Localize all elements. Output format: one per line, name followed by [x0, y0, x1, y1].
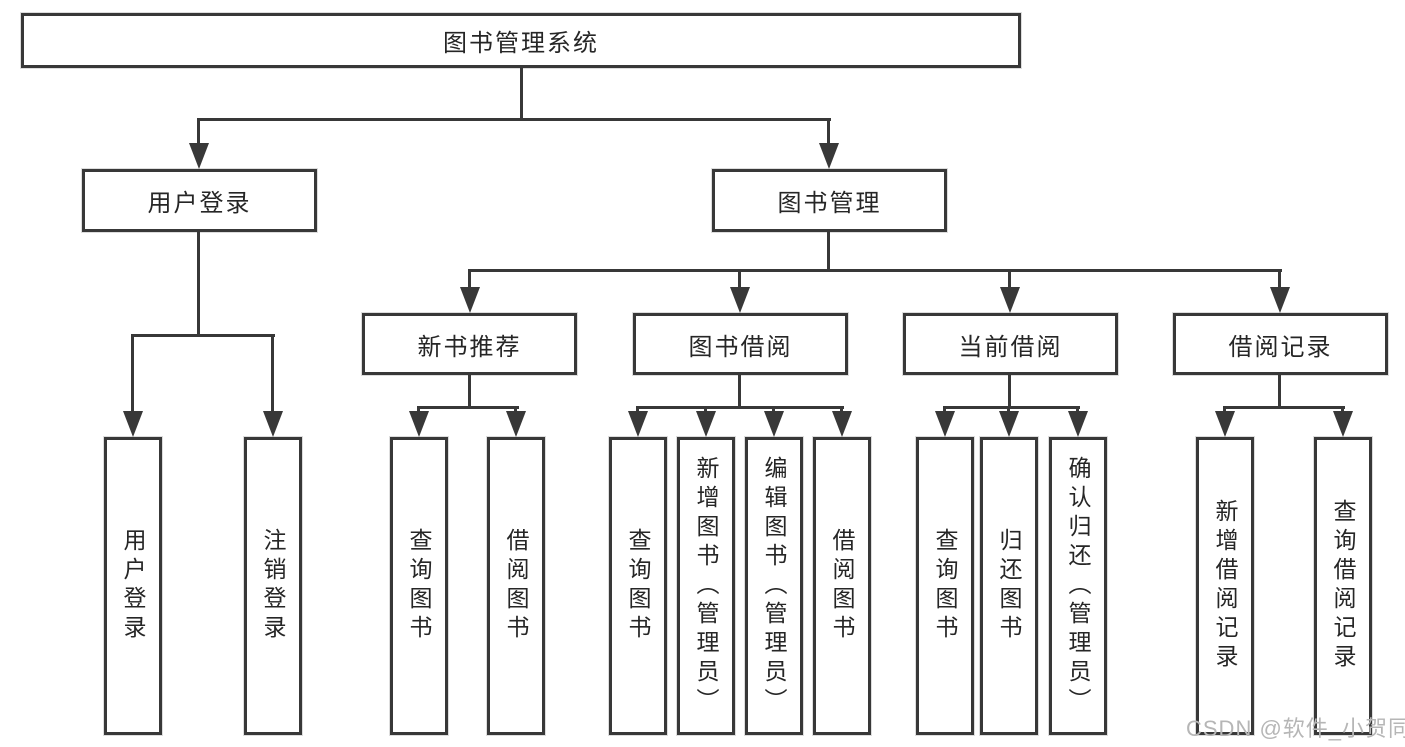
arrow-into-add-borrow-record — [1215, 411, 1235, 437]
arrow-into-book-management — [819, 143, 839, 169]
arrow-into-book-borrowing — [730, 287, 750, 313]
node-library-management-system: 图书管理系统 — [21, 13, 1021, 68]
node-user-login: 用户登录 — [82, 169, 317, 232]
leaf-query-books-borrowing: 查询图书 — [609, 437, 667, 735]
connector-recommend-hbar — [417, 406, 519, 409]
connector-level3-hbar — [468, 269, 1282, 272]
arrow-into-user-login — [189, 143, 209, 169]
arrow-into-query-books-borrowing — [628, 411, 648, 437]
connector-to-query-books-current — [943, 406, 946, 414]
node-book-management: 图书管理 — [712, 169, 947, 232]
connector-to-borrow-books-borrowing — [840, 406, 843, 414]
connector-to-current-borrowing — [1008, 269, 1011, 291]
connector-root-stem — [520, 68, 523, 120]
connector-recommend-stem — [468, 375, 471, 408]
connector-borrowing-stem — [738, 375, 741, 408]
connector-to-book-borrowing — [738, 269, 741, 291]
connector-current-hbar — [943, 406, 1080, 409]
node-borrowing-records: 借阅记录 — [1173, 313, 1388, 375]
connector-to-borrow-books-recommend — [514, 406, 517, 414]
node-new-book-recommend: 新书推荐 — [362, 313, 577, 375]
arrow-into-new-book-recommend — [460, 287, 480, 313]
connector-to-edit-book-admin — [772, 406, 775, 414]
node-current-borrowing: 当前借阅 — [903, 313, 1118, 375]
arrow-into-borrow-books-recommend — [506, 411, 526, 437]
connector-to-add-book-admin — [704, 406, 707, 414]
leaf-user-login: 用户登录 — [104, 437, 162, 735]
connector-book-management-stem — [827, 232, 830, 272]
leaf-borrow-books-recommend: 借阅图书 — [487, 437, 545, 735]
arrow-into-return-books — [999, 411, 1019, 437]
leaf-add-book-admin: 新增图书（管理员） — [677, 437, 735, 735]
arrow-into-leaf-logout — [263, 411, 283, 437]
arrow-into-edit-book-admin — [764, 411, 784, 437]
connector-records-stem — [1278, 375, 1281, 408]
connector-to-leaf-logout — [271, 334, 274, 414]
arrow-into-current-borrowing — [1000, 287, 1020, 313]
connector-to-book-management — [827, 118, 830, 148]
arrow-into-query-books-current — [935, 411, 955, 437]
connector-user-login-hbar — [131, 334, 275, 337]
connector-user-login-stem — [197, 232, 200, 336]
arrow-into-leaf-user-login — [123, 411, 143, 437]
connector-to-query-books-borrowing — [636, 406, 639, 414]
connector-borrowing-hbar — [636, 406, 844, 409]
leaf-confirm-return-admin: 确认归还（管理员） — [1049, 437, 1107, 735]
leaf-edit-book-admin: 编辑图书（管理员） — [745, 437, 803, 735]
leaf-borrow-books-borrowing: 借阅图书 — [813, 437, 871, 735]
arrow-into-confirm-return — [1068, 411, 1088, 437]
connector-root-hbar — [198, 118, 831, 121]
connector-to-confirm-return — [1076, 406, 1079, 414]
arrow-into-borrowing-records — [1270, 287, 1290, 313]
leaf-return-books: 归还图书 — [980, 437, 1038, 735]
connector-to-query-borrow-record — [1341, 406, 1344, 414]
csdn-watermark: CSDN @软件_小贺同学 — [1186, 716, 1405, 741]
leaf-add-borrow-record: 新增借阅记录 — [1196, 437, 1254, 735]
leaf-query-books-current: 查询图书 — [916, 437, 974, 735]
node-book-borrowing: 图书借阅 — [633, 313, 848, 375]
connector-to-query-books-recommend — [417, 406, 420, 414]
connector-records-hbar — [1223, 406, 1345, 409]
leaf-logout: 注销登录 — [244, 437, 302, 735]
leaf-query-books-recommend: 查询图书 — [390, 437, 448, 735]
connector-current-stem — [1008, 375, 1011, 408]
arrow-into-query-books-recommend — [409, 411, 429, 437]
arrow-into-add-book-admin — [696, 411, 716, 437]
connector-to-add-borrow-record — [1223, 406, 1226, 414]
arrow-into-borrow-books-borrowing — [832, 411, 852, 437]
connector-to-borrowing-records — [1278, 269, 1281, 291]
connector-to-user-login — [197, 118, 200, 148]
connector-to-leaf-user-login — [131, 334, 134, 414]
arrow-into-query-borrow-record — [1333, 411, 1353, 437]
connector-to-new-book-recommend — [468, 269, 471, 291]
connector-to-return-books — [1007, 406, 1010, 414]
leaf-query-borrow-record: 查询借阅记录 — [1314, 437, 1372, 735]
